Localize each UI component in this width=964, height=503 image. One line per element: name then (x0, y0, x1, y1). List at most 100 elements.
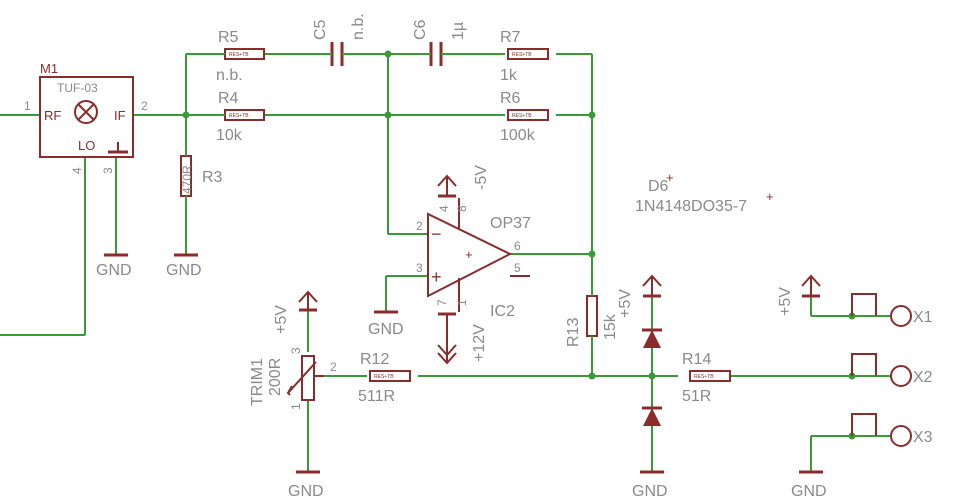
supply-pos12v: +12V (437, 312, 488, 365)
svg-text:GND: GND (166, 262, 202, 279)
gnd-trim: GND (288, 470, 324, 500)
resistor-r6: RES+TB R6 100k (500, 90, 549, 144)
supply-pos5v-d6: +5V (617, 274, 662, 318)
svg-text:7: 7 (435, 299, 449, 306)
svg-text:8: 8 (455, 205, 469, 212)
ic2-minus: − (431, 224, 442, 244)
svg-text:6: 6 (514, 239, 521, 253)
ic2-value: OP37 (490, 215, 531, 232)
resistor-r12: RES+TB R12 511R (358, 351, 411, 405)
m1-value: TUF-03 (57, 81, 98, 95)
neg5v-label: -5V (473, 165, 490, 190)
svg-text:4: 4 (437, 205, 451, 212)
gnd-d6: GND (632, 470, 668, 500)
svg-text:RES+TB: RES+TB (512, 113, 532, 119)
mixer-m1: M1 TUF-03 RF IF LO 1 2 4 3 (24, 61, 148, 174)
r3-name: R3 (202, 169, 223, 186)
junctions (182, 50, 856, 440)
svg-text:1: 1 (455, 299, 469, 306)
trim1-value: 200R (267, 358, 284, 396)
svg-text:GND: GND (96, 262, 132, 279)
resistor-r7: RES+TB R7 1k (500, 29, 549, 84)
svg-text:+: + (666, 170, 674, 185)
svg-text:GND: GND (791, 483, 827, 500)
trimmer-trim1: 3 1 2 TRIM1 200R (249, 347, 337, 410)
trim1-name: TRIM1 (249, 358, 266, 406)
supply-neg5v: -5V (437, 165, 490, 198)
svg-text:2: 2 (416, 219, 423, 233)
x1-name: X1 (913, 309, 933, 326)
pos12v-label: +12V (471, 324, 488, 362)
c5-value: n.b. (350, 13, 367, 40)
r12-value: 511R (358, 388, 395, 405)
svg-text:3: 3 (289, 347, 303, 354)
r4-name: R4 (218, 90, 239, 107)
svg-text:RES+TB: RES+TB (229, 52, 249, 58)
svg-text:GND: GND (632, 483, 668, 500)
diode-d6 (642, 328, 662, 426)
r13-name: R13 (565, 318, 582, 347)
svg-text:RES+TB: RES+TB (229, 113, 249, 119)
r4-value: 10k (216, 127, 243, 144)
r13-value: 15k (602, 313, 619, 340)
c5-name: C5 (312, 19, 329, 40)
connector-x2: X2 (851, 353, 933, 387)
opamp-ic2: − + + 2 3 6 5 4 8 7 1 OP37 IC2 (416, 198, 531, 320)
gnd-r3: GND (166, 253, 202, 279)
m1-pin2-num: 2 (141, 99, 148, 113)
svg-text:3: 3 (416, 261, 423, 275)
diode-d6-label: D6 + 1N4148DO35-7 + (635, 170, 774, 215)
svg-text:GND: GND (288, 483, 324, 500)
m1-pin-rf: RF (44, 108, 61, 123)
resistor-r13: R13 15k (565, 290, 619, 347)
m1-pin1-num: 1 (24, 99, 31, 113)
r14-name: R14 (682, 351, 711, 368)
svg-text:2: 2 (330, 360, 337, 374)
r12-name: R12 (360, 351, 389, 368)
capacitor-c6: C6 1µ (412, 19, 467, 66)
supply-pos5v-x1: +5V (777, 274, 821, 316)
d6-value: 1N4148DO35-7 (635, 198, 747, 215)
resistor-r4: RES+TB R4 10k (213, 90, 265, 144)
svg-text:RES+TB: RES+TB (512, 52, 532, 58)
svg-text:RES+TB: RES+TB (374, 374, 394, 380)
svg-text:1: 1 (289, 403, 303, 410)
r6-name: R6 (500, 90, 521, 107)
svg-text:+: + (766, 189, 774, 204)
pos5v-label-d6: +5V (617, 289, 634, 318)
svg-text:5: 5 (514, 261, 521, 275)
m1-pin-lo: LO (78, 138, 95, 153)
gnd-ic2: GND (368, 310, 404, 338)
m1-pin4-num: 4 (70, 167, 84, 174)
pos5v-label-x1: +5V (777, 287, 794, 316)
connector-x1: X1 (851, 293, 933, 327)
gnd-x3: GND (791, 470, 827, 500)
m1-name: M1 (40, 61, 58, 76)
svg-text:GND: GND (368, 321, 404, 338)
connector-x3: X3 (851, 413, 933, 447)
r5-name: R5 (218, 29, 239, 46)
r14-value: 51R (682, 388, 711, 405)
ic2-plus: + (431, 267, 442, 287)
c6-name: C6 (412, 19, 429, 40)
d6-name: D6 (648, 178, 669, 195)
pos5v-label-trim: +5V (273, 305, 290, 334)
gnd-m1: GND (96, 253, 132, 279)
resistor-r14: RES+TB R14 51R (682, 351, 731, 405)
r6-value: 100k (500, 127, 536, 144)
r7-name: R7 (500, 29, 521, 46)
ic2-name: IC2 (490, 303, 515, 320)
x3-name: X3 (913, 429, 933, 446)
m1-pin-if: IF (114, 108, 126, 123)
c6-value: 1µ (450, 22, 467, 40)
supply-pos5v-trim: +5V (273, 290, 318, 334)
capacitor-c5: C5 n.b. (312, 13, 367, 66)
resistor-r3: 470R R3 (180, 150, 223, 200)
ic2-plus-small: + (465, 247, 473, 262)
resistor-r5: RES+TB R5 n.b. (213, 29, 265, 84)
r7-value: 1k (500, 67, 518, 84)
r3-value: 470R (180, 165, 194, 194)
r5-value: n.b. (216, 67, 243, 84)
m1-pin3-num: 3 (101, 167, 115, 174)
